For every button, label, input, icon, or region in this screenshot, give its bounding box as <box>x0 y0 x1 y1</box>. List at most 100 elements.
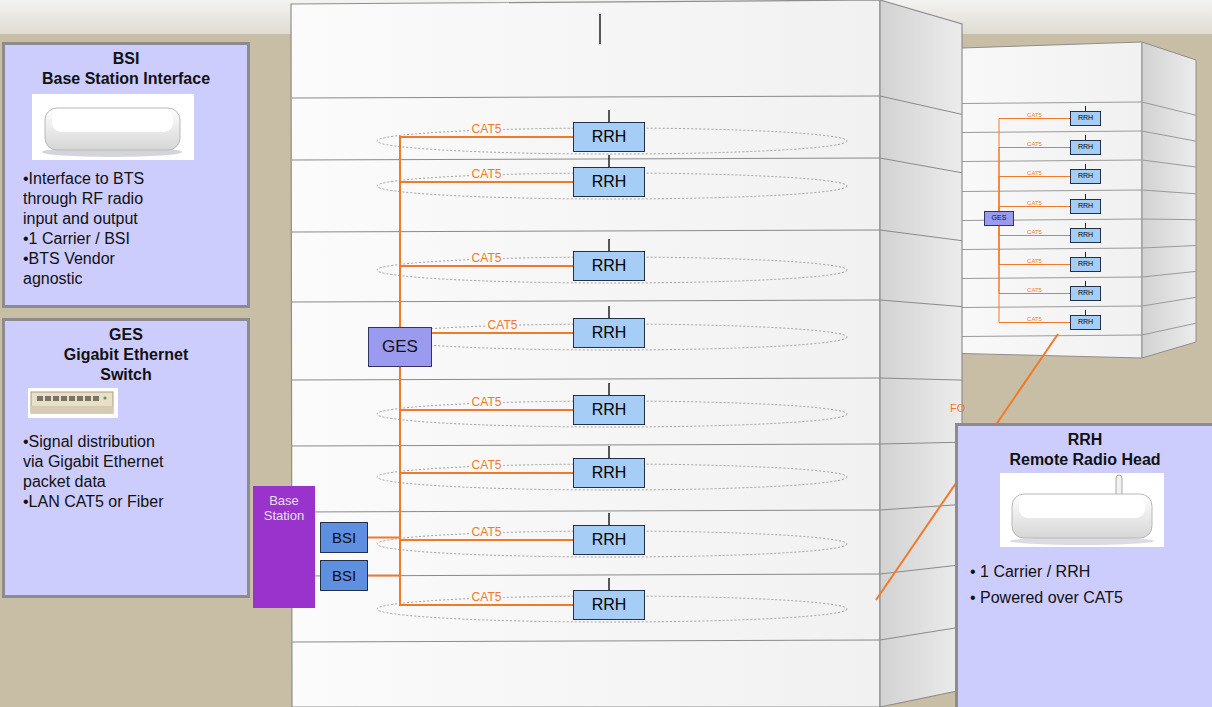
box-label: RRH <box>1078 231 1093 239</box>
port <box>85 396 91 401</box>
cable-label: CAT5 <box>1026 200 1043 206</box>
port <box>45 396 51 401</box>
cable-label: CAT5 <box>470 168 504 181</box>
radio-head-box: RRH <box>573 590 645 620</box>
building-front <box>291 0 880 707</box>
cable-connector <box>400 137 573 327</box>
radio-head-box: RRH <box>573 122 645 152</box>
box-label: RRH <box>592 324 627 342</box>
switch-front <box>31 406 113 413</box>
box-label: GES <box>992 214 1007 222</box>
base-station-box: Base Station <box>253 486 315 608</box>
interface-box: BSI <box>320 560 368 591</box>
box-label: RRH <box>592 531 627 549</box>
box-label: RRH <box>1078 289 1093 297</box>
photo-ground <box>32 94 194 160</box>
bullet-point: •LAN CAT5 or Fiber <box>23 492 173 512</box>
box-label: Base Station <box>256 494 312 524</box>
edge-label-holder: CAT5 <box>470 123 504 136</box>
cable-connector <box>999 226 1070 236</box>
cable-connector <box>400 182 573 327</box>
cable-label: CAT5 <box>470 123 504 136</box>
box-label: RRH <box>592 128 627 146</box>
switch-box: GES <box>984 211 1014 226</box>
box-label: RRH <box>592 173 627 191</box>
device-body <box>45 108 180 150</box>
info-panel: GESGigabit Ethernet Switch•Signal distri… <box>2 318 250 598</box>
box-label: RRH <box>592 401 627 419</box>
box-label: RRH <box>592 257 627 275</box>
edge-label-holder: CAT5 <box>470 591 504 604</box>
box-label: RRH <box>592 464 627 482</box>
box-label: RRH <box>592 596 627 614</box>
cable-label: CAT5 <box>1026 229 1043 235</box>
edge-label-holder: CAT5 <box>1026 287 1043 293</box>
cable-connector <box>400 367 573 540</box>
radio-head-box: RRH <box>1070 257 1101 272</box>
panel-subtitle: Remote Radio Head <box>958 450 1212 470</box>
cable-connector <box>999 226 1070 323</box>
cable-label: CAT5 <box>470 396 504 409</box>
edge-label-holder: CAT5 <box>1026 258 1043 264</box>
box-label: RRH <box>1078 260 1093 268</box>
radio-head-box: RRH <box>1070 199 1101 214</box>
building-side <box>880 0 962 707</box>
cable-label: CAT5 <box>1026 258 1043 264</box>
edge-label-holder: CAT5 <box>1026 170 1043 176</box>
port <box>77 396 83 401</box>
radio-head-box: RRH <box>573 251 645 281</box>
cable-connector <box>999 119 1070 212</box>
cable-label: CAT5 <box>470 591 504 604</box>
cable-label: CAT5 <box>470 252 504 265</box>
panel-subtitle: Gigabit Ethernet Switch <box>51 345 201 385</box>
floor-lines <box>292 96 962 642</box>
bullet-point: •1 Carrier / BSI <box>23 229 173 249</box>
radio-head-box: RRH <box>573 395 645 425</box>
box-label: GES <box>382 337 418 357</box>
port <box>61 396 67 401</box>
bullet-point: •Signal distribution via Gigabit Etherne… <box>23 432 173 492</box>
panel-title: BSI <box>5 49 247 69</box>
panel-subtitle: Base Station Interface <box>5 69 247 89</box>
bullet-point: •BTS Vendor agnostic <box>23 249 173 289</box>
radio-head-box: RRH <box>1070 228 1101 243</box>
port <box>53 396 59 401</box>
edge-label-holder: CAT5 <box>470 526 504 539</box>
box-label: BSI <box>332 567 356 584</box>
cable-connector <box>400 367 573 605</box>
edge-label-holder: CAT5 <box>470 252 504 265</box>
cable-connector <box>999 177 1070 212</box>
cable-label: CAT5 <box>1026 170 1043 176</box>
bullet-point: • Powered over CAT5 <box>970 588 1200 608</box>
cable-connector <box>999 226 1070 265</box>
building-side <box>1142 42 1196 358</box>
antenna-symbol <box>600 14 609 590</box>
switch-ports <box>37 396 99 401</box>
panel-ground <box>2 42 250 308</box>
cable-connector <box>400 367 573 473</box>
bullet-point: •Interface to BTS through RF radio input… <box>23 169 173 229</box>
radio-head-box: RRH <box>1070 111 1101 126</box>
edge-label-holder: CAT5 <box>1026 141 1043 147</box>
cable-label: CAT5 <box>470 526 504 539</box>
port <box>93 396 99 401</box>
switch-picture <box>28 388 118 418</box>
cable-label: CAT5 <box>1026 316 1043 322</box>
cable-label: CAT5 <box>1026 287 1043 293</box>
coverage-ellipses <box>377 128 847 622</box>
box-label: RRH <box>1078 172 1093 180</box>
cable-connector <box>368 367 400 576</box>
edge-label-holder: CAT5 <box>1026 112 1043 118</box>
panel-ground <box>955 423 1212 707</box>
info-panel: BSIBase Station Interface •Interface to B… <box>2 42 250 308</box>
cable-label: CAT5 <box>1026 141 1043 147</box>
radio-head-box: RRH <box>1070 169 1101 184</box>
cable-connector <box>432 332 573 334</box>
switch-box: GES <box>368 327 432 367</box>
label-holder: FO <box>950 402 965 414</box>
edge-label-holder: CAT5 <box>470 396 504 409</box>
connectors <box>368 119 1070 606</box>
cable-connector <box>400 367 573 410</box>
device-top <box>1019 496 1145 518</box>
